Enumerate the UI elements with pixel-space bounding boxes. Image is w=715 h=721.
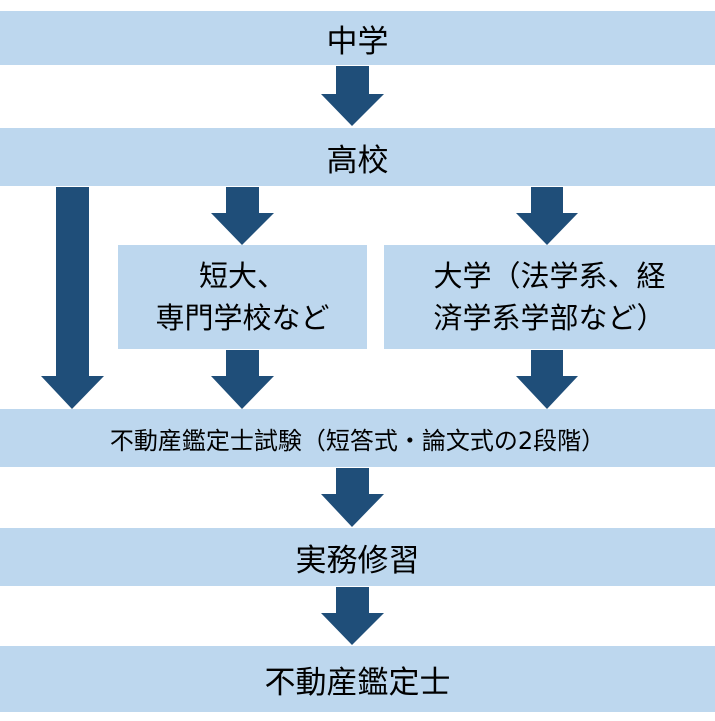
node-exam-label: 不動産鑑定士試験（短答式・論文式の2段階） xyxy=(109,426,606,455)
node-exam: 不動産鑑定士試験（短答式・論文式の2段階） xyxy=(0,409,715,467)
arrow-university-to-exam xyxy=(516,350,578,409)
arrow-junior-high-to-high-school xyxy=(321,66,384,126)
arrow-high-school-to-junior-college xyxy=(211,187,274,245)
node-practical-training-label: 実務修習 xyxy=(295,542,420,579)
node-practical-training: 実務修習 xyxy=(0,528,715,586)
node-junior-high: 中学 xyxy=(0,11,715,65)
arrow-junior-college-to-exam xyxy=(211,350,274,409)
node-university: 大学（法学系、経 済学系学部など） xyxy=(384,245,715,349)
arrow-exam-to-practical-training xyxy=(321,468,384,527)
node-junior-high-label: 中学 xyxy=(326,23,389,60)
arrow-practical-training-to-appraiser xyxy=(321,587,384,645)
arrow-high-school-to-exam xyxy=(41,187,104,409)
node-junior-college: 短大、 専門学校など xyxy=(118,245,367,349)
node-appraiser: 不動産鑑定士 xyxy=(0,646,715,712)
node-appraiser-label: 不動産鑑定士 xyxy=(264,664,451,701)
node-junior-college-line2: 専門学校など xyxy=(155,301,330,335)
node-high-school: 高校 xyxy=(0,128,715,186)
node-high-school-label: 高校 xyxy=(326,142,389,179)
node-junior-college-line1: 短大、 xyxy=(198,259,286,293)
node-university-line2: 済学系学部など） xyxy=(433,301,666,335)
arrow-high-school-to-university xyxy=(516,187,578,245)
node-university-line1: 大学（法学系、経 xyxy=(433,259,666,293)
